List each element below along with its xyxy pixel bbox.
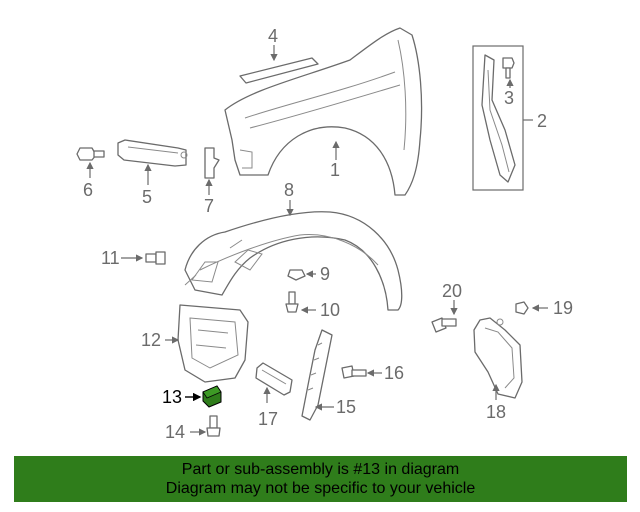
callout-14: 14 bbox=[165, 422, 185, 442]
clip-9-part bbox=[287, 269, 316, 281]
bolt-6-part bbox=[76, 147, 105, 178]
banner-line-disclaimer: Diagram may not be specific to your vehi… bbox=[165, 480, 476, 497]
callout-10: 10 bbox=[320, 300, 340, 320]
clip-19-part bbox=[515, 301, 548, 315]
callout-6: 6 bbox=[83, 180, 93, 200]
callout-13: 13 bbox=[162, 387, 182, 407]
callout-19: 19 bbox=[553, 298, 573, 318]
callout-7: 7 bbox=[204, 196, 214, 216]
liner-8-part bbox=[184, 200, 403, 311]
bolt-14-part bbox=[190, 415, 221, 437]
bolt-20-part bbox=[431, 300, 458, 333]
callout-18: 18 bbox=[486, 402, 506, 422]
callout-1: 1 bbox=[330, 160, 340, 180]
callout-5: 5 bbox=[142, 187, 152, 207]
fender-bracket-part bbox=[472, 45, 533, 191]
callout-16: 16 bbox=[384, 363, 404, 383]
parts-diagram: 1 2 3 4 5 6 7 8 9 10 11 12 13 14 15 16 1… bbox=[76, 26, 573, 442]
molding-4-part bbox=[239, 45, 319, 84]
shield-12-part bbox=[165, 304, 249, 383]
screw-11-part bbox=[121, 251, 166, 265]
callout-20: 20 bbox=[442, 281, 462, 301]
callout-15: 15 bbox=[336, 397, 356, 417]
callout-17: 17 bbox=[258, 409, 278, 429]
fender-part bbox=[224, 27, 423, 196]
pad-17-part bbox=[255, 362, 293, 403]
callout-3: 3 bbox=[504, 88, 514, 108]
seal-15-part bbox=[301, 329, 334, 421]
mudguard-18-part bbox=[473, 317, 523, 400]
callout-4: 4 bbox=[268, 26, 278, 46]
callout-8: 8 bbox=[284, 180, 294, 200]
clip-7-part bbox=[204, 147, 220, 195]
bolt-16-part bbox=[341, 365, 382, 379]
bolt-3-part bbox=[502, 57, 515, 88]
info-banner: Part or sub-assembly is #13 in diagram D… bbox=[14, 456, 627, 502]
bracket-5-part bbox=[117, 139, 188, 185]
callout-11: 11 bbox=[101, 248, 120, 268]
bolt-10-part bbox=[285, 291, 316, 314]
callout-9: 9 bbox=[320, 264, 330, 284]
retainer-13-part-highlighted bbox=[185, 385, 222, 408]
callout-2: 2 bbox=[537, 111, 547, 131]
callout-12: 12 bbox=[141, 330, 161, 350]
banner-line-part-info: Part or sub-assembly is #13 in diagram bbox=[181, 461, 460, 478]
